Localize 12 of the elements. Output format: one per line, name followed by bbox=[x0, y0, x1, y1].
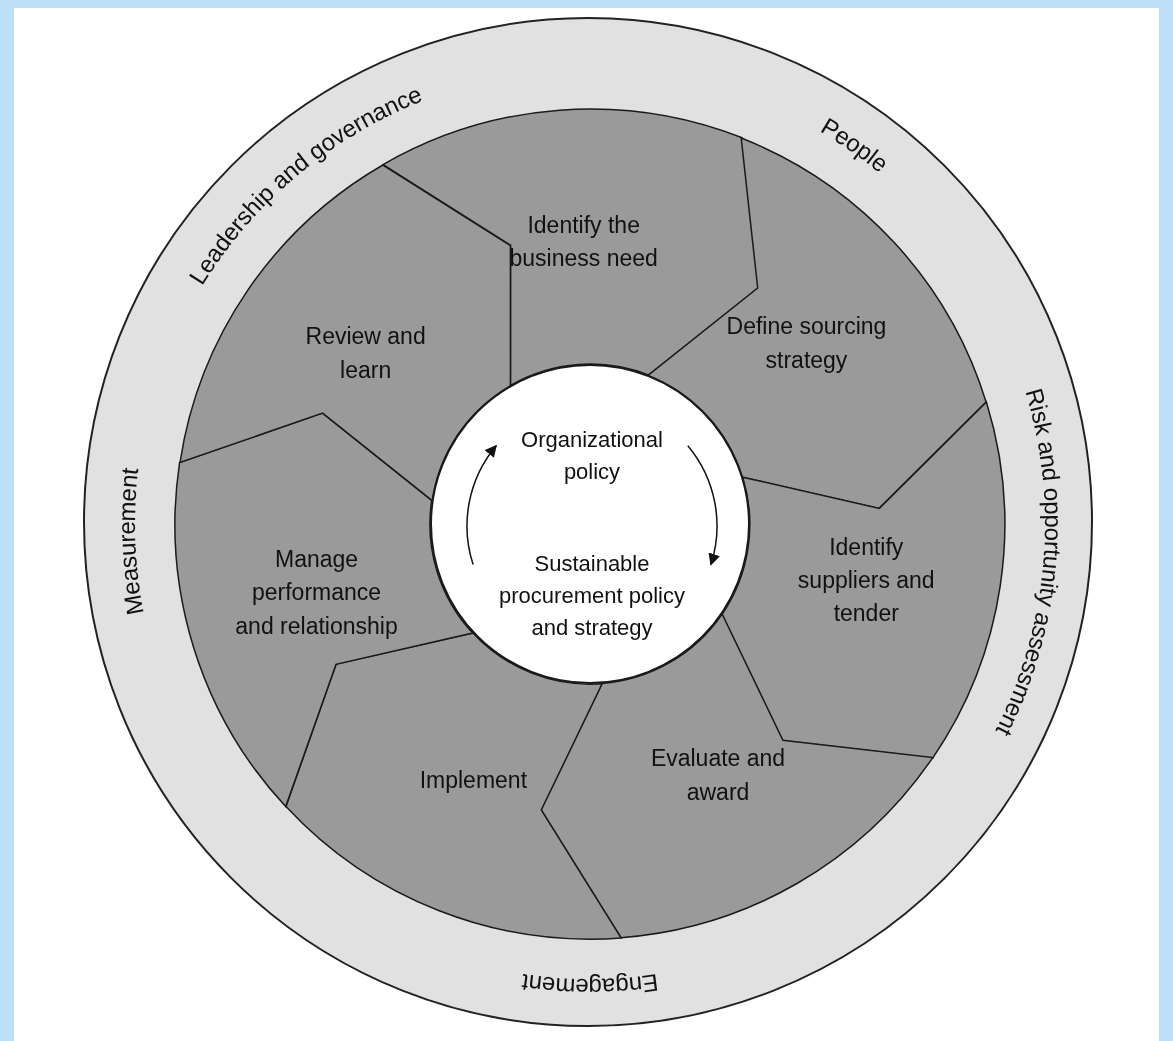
policy-label: Sustainable procurement policy and strategy bbox=[498, 550, 686, 642]
step-label: Identify the business need bbox=[508, 210, 659, 274]
arrow bbox=[687, 444, 720, 566]
step-label: Evaluate and award bbox=[649, 743, 787, 807]
step-label: Implement bbox=[418, 766, 529, 796]
policy-label: Organizational policy bbox=[520, 426, 664, 486]
step-label: Review and learn bbox=[304, 321, 427, 385]
arrow bbox=[466, 444, 497, 566]
step-label: Identify suppliers and tender bbox=[796, 532, 936, 629]
ring-label: Engagement bbox=[519, 968, 660, 1001]
step-label: Define sourcing strategy bbox=[725, 311, 888, 375]
step-label: Manage performance and relationship bbox=[234, 544, 399, 641]
